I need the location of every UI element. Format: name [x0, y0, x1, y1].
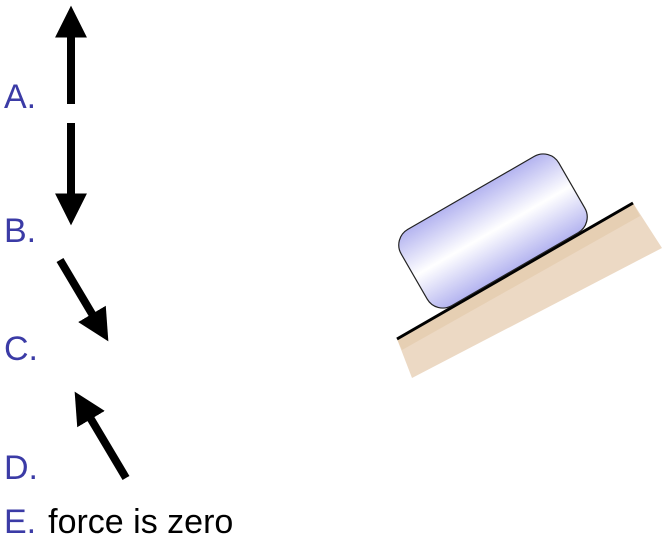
arrow-down-right-icon	[56, 257, 109, 342]
option-b-letter: B.	[4, 212, 37, 250]
option-c-letter: C.	[4, 330, 38, 368]
arrow-up-left-icon	[74, 391, 130, 481]
incline-line	[396, 201, 634, 341]
option-a-letter: A.	[4, 78, 37, 116]
incline	[396, 201, 662, 378]
block	[398, 153, 588, 309]
option-e-letter: E.	[4, 503, 37, 541]
option-e: E. force is zero	[4, 505, 233, 539]
option-b: B.	[4, 214, 36, 248]
incline-surface-shading	[397, 203, 662, 378]
option-a: A.	[4, 80, 36, 114]
option-d: D.	[4, 451, 38, 485]
option-e-text: force is zero	[48, 503, 234, 541]
option-d-letter: D.	[4, 449, 38, 487]
option-c: C.	[4, 332, 38, 366]
